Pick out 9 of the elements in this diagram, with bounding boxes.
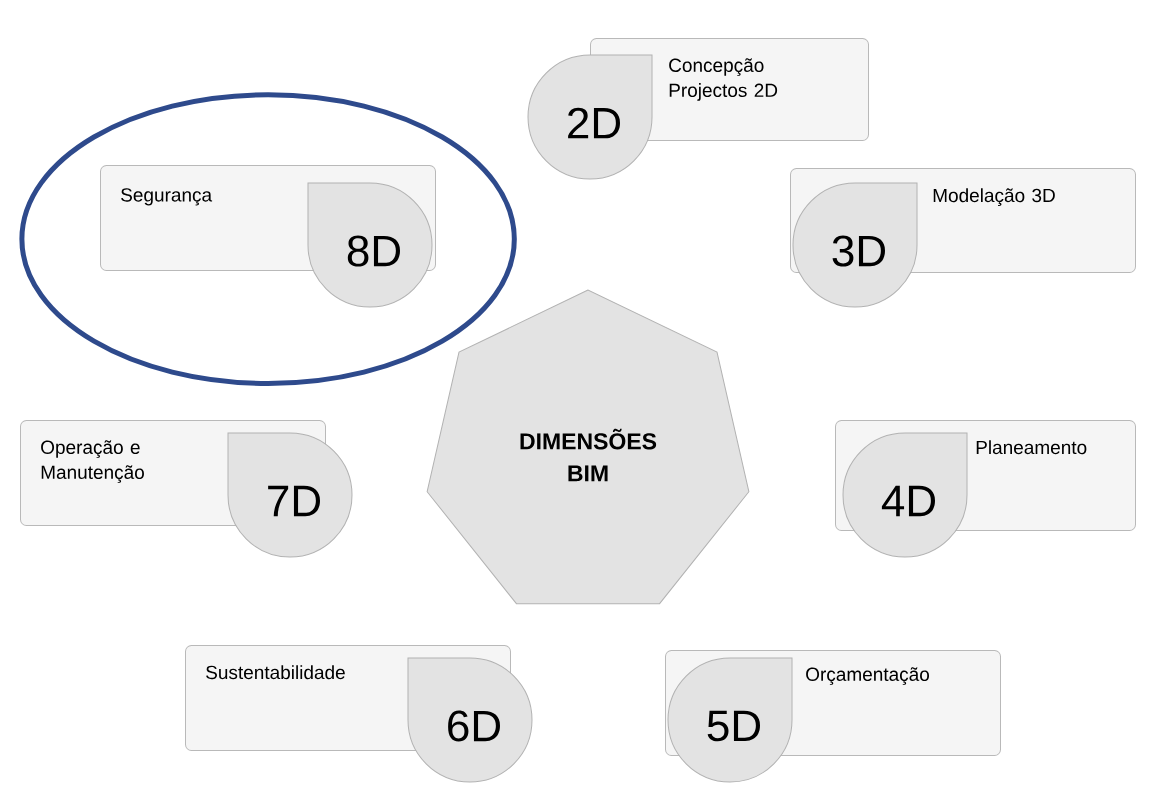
dimension-drop: 3D — [792, 182, 918, 308]
dimension-drop: 4D — [842, 432, 968, 558]
highlight-ellipse — [19, 92, 517, 386]
dimension-drop: 6D — [407, 657, 533, 783]
dimension-drop: 2D — [527, 54, 653, 180]
center-heptagon: DIMENSÕES BIM — [426, 289, 750, 605]
dimension-drop: 7D — [227, 432, 353, 558]
dimension-drop: 5D — [667, 657, 793, 783]
dimension-drop: 8D — [307, 182, 433, 308]
